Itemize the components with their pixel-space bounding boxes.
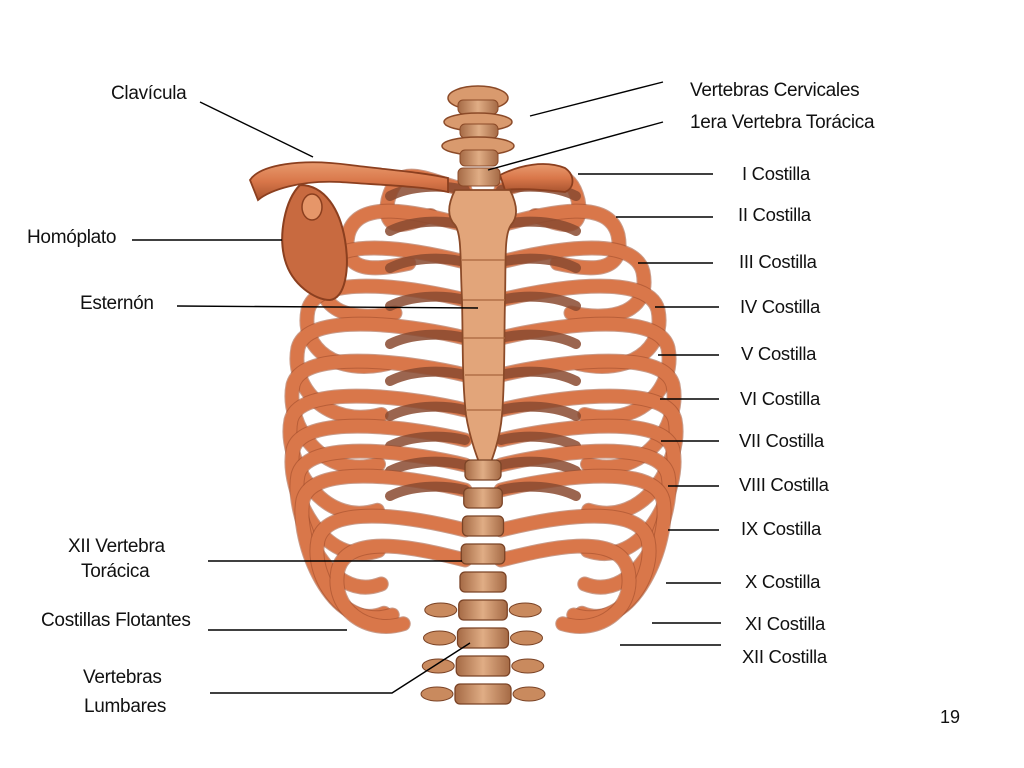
page-number: 19 [940, 707, 961, 727]
rib-12-left [330, 539, 472, 633]
vertebra-process [508, 602, 542, 618]
label-xii-vertebra-line2: Torácica [81, 561, 150, 582]
label-rib-10: X Costilla [745, 571, 821, 592]
label-rib-7: VII Costilla [739, 430, 824, 451]
label-rib-2: II Costilla [738, 204, 811, 225]
label-vertebras-cervicales: Vertebras Cervicales [690, 80, 860, 101]
label-vertebras-lumbares-line2: Lumbares [84, 696, 167, 717]
label-rib-5: V Costilla [741, 343, 817, 364]
label-rib-6: VI Costilla [740, 388, 820, 409]
vertebra-body [458, 599, 508, 621]
rib-7-right [494, 389, 683, 520]
label-rib-3: III Costilla [739, 251, 817, 272]
label-esternon: Esternón [80, 293, 154, 314]
rib-3-right [494, 241, 651, 323]
vertebra-body [464, 459, 502, 481]
sternum-segments [462, 259, 505, 411]
vertebra-body [456, 627, 510, 649]
lower-vertebrae [420, 459, 546, 705]
vertebra-process [424, 602, 458, 618]
vertebra-body [461, 515, 505, 537]
cervical-vertebrae [441, 85, 515, 187]
label-rib-8: VIII Costilla [739, 474, 829, 495]
label-homoplato: Homóplato [27, 227, 117, 248]
rib-2-right [494, 204, 626, 275]
label-rib-9: IX Costilla [741, 518, 821, 539]
clavicle-left-shape [248, 161, 449, 202]
ribs-left [282, 168, 473, 634]
label-rib-4: IV Costilla [740, 296, 820, 317]
rib-7-left [283, 389, 472, 520]
vertebra-process [510, 630, 543, 646]
label-vertebras-lumbares-line1: Vertebras [83, 667, 162, 688]
label-xii-vertebra-line1: XII Vertebra [68, 536, 165, 557]
scapula-shape [281, 183, 348, 302]
vertebra-body [463, 487, 503, 509]
rib-8-right [494, 419, 681, 560]
vertebra-process [423, 630, 456, 646]
label-costillas-flotantes: Costillas Flotantes [41, 610, 191, 631]
label-primera-vertebra-toracica: 1era Vertebra Torácica [690, 112, 875, 133]
label-clavicula: Clavícula [111, 83, 187, 104]
rib-2-left [340, 204, 472, 275]
label-rib-1: I Costilla [742, 163, 810, 184]
leader-lines [132, 81, 721, 694]
clavicle-right-shape [498, 163, 574, 193]
label-rib-12: XII Costilla [742, 646, 827, 667]
vertebra-body [455, 655, 511, 677]
rib-8-left [285, 419, 472, 560]
vertebra-process [420, 686, 454, 702]
vertebra-body [454, 683, 512, 705]
vertebra-process [511, 658, 545, 674]
scapula-head [301, 193, 323, 221]
ribs-right [493, 168, 684, 634]
rib-12-right [494, 539, 636, 633]
vertebra-process [512, 686, 546, 702]
rib-5-left [290, 317, 472, 424]
label-rib-11: XI Costilla [745, 613, 825, 634]
vertebra-body [460, 543, 506, 565]
rib-5-right [494, 317, 676, 424]
vertebra-body [459, 571, 507, 593]
vertebra-process [421, 658, 455, 674]
